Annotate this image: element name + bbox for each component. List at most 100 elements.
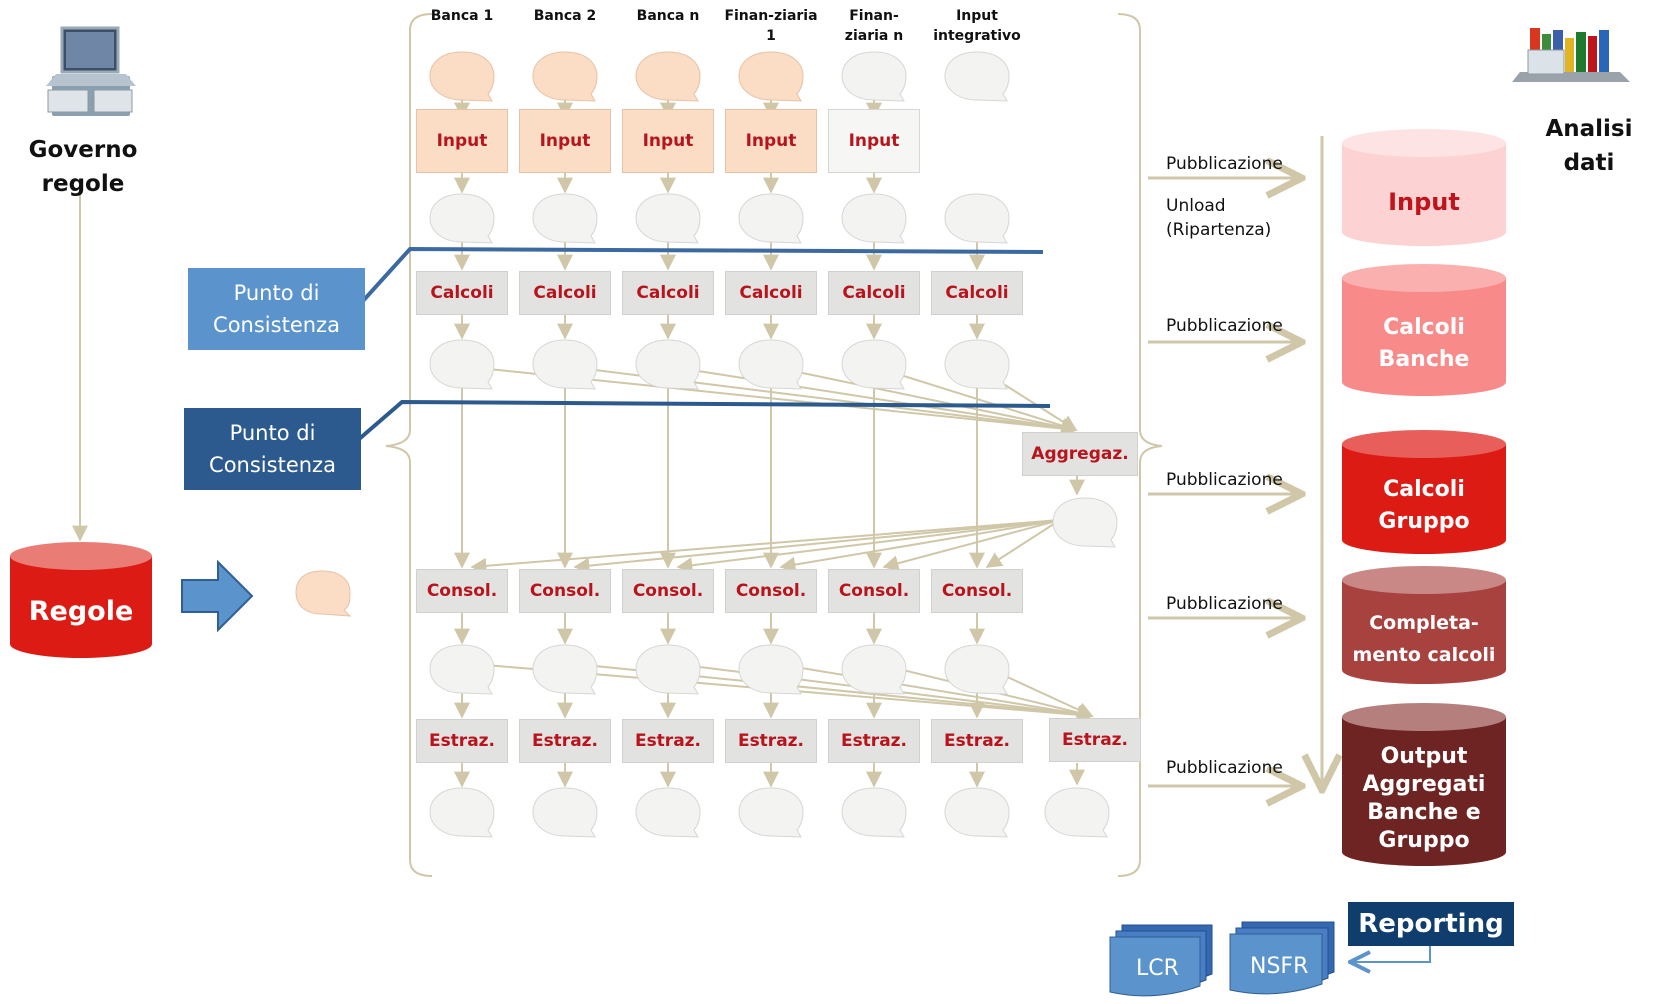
input-box-2[interactable]: Input	[519, 109, 611, 173]
estraz-box-1[interactable]: Estraz.	[416, 719, 508, 763]
estraz-box-2-label: Estraz.	[531, 731, 599, 751]
consol-box-3-label: Consol.	[632, 581, 704, 601]
arrow-aggregaz-to-consol-5	[882, 519, 1061, 572]
consol-box-1-label: Consol.	[426, 581, 498, 601]
publication-label-2: Pubblicazione	[1166, 316, 1283, 336]
consol-output-bubble-1	[429, 644, 495, 695]
calcoli-box-6[interactable]: Calcoli	[931, 271, 1023, 315]
books-laptop-icon	[1512, 28, 1630, 82]
arrow-to-aggregaz-3	[665, 365, 1078, 436]
calcoli-box-6-label: Calcoli	[945, 283, 1009, 303]
arrow-aggregaz-to-consol-3	[676, 519, 1061, 574]
database-cylinder-1	[1342, 129, 1506, 246]
input-output-bubble-4	[738, 193, 804, 244]
database-cylinders	[1342, 129, 1506, 866]
estraz-output-bubble-1	[429, 787, 495, 838]
consistency-line-1	[360, 246, 1044, 304]
input-box-3-label: Input	[642, 131, 694, 151]
document-stack-icon-2	[1229, 921, 1335, 995]
calcoli-box-2[interactable]: Calcoli	[519, 271, 611, 315]
calcoli-output-bubble-5	[841, 339, 907, 390]
database-label-2: Calcoli Banche	[1378, 315, 1470, 372]
publication-label-4: Pubblicazione	[1166, 594, 1283, 614]
consol-box-5[interactable]: Consol.	[828, 569, 920, 613]
consol-output-bubble-5	[841, 644, 907, 695]
estraz-output-bubble-3	[635, 787, 701, 838]
publication-label-5: Pubblicazione	[1166, 758, 1283, 778]
calcoli-box-1[interactable]: Calcoli	[416, 271, 508, 315]
calcoli-output-bubble-3	[635, 339, 701, 390]
consol-output-bubble-6	[944, 644, 1010, 695]
estraz-output-bubble-2	[532, 787, 598, 838]
consol-output-bubble-3	[635, 644, 701, 695]
nsfr-document-label: NSFR	[1250, 954, 1309, 979]
input-output-bubble-2	[532, 193, 598, 244]
estraz-output-bubble-4	[738, 787, 804, 838]
publication-label-1: Pubblicazione	[1166, 154, 1283, 174]
source-bubble-3	[635, 51, 701, 102]
consol-box-2[interactable]: Consol.	[519, 569, 611, 613]
calcoli-box-4-label: Calcoli	[739, 283, 803, 303]
calcoli-box-4[interactable]: Calcoli	[725, 271, 817, 315]
estraz-box-6-label: Estraz.	[943, 731, 1011, 751]
extra-estraz-box[interactable]: Estraz.	[1049, 718, 1141, 762]
source-bubble-5	[841, 51, 907, 102]
input-box-1-label: Input	[436, 131, 488, 151]
input-box-4-label: Input	[745, 131, 797, 151]
calcoli-box-3-label: Calcoli	[636, 283, 700, 303]
input-box-1[interactable]: Input	[416, 109, 508, 173]
governo-regole-label: Governo regole	[28, 137, 138, 197]
database-label-4: Completa- mento calcoli	[1352, 612, 1496, 666]
consol-box-5-label: Consol.	[838, 581, 910, 601]
consol-box-4[interactable]: Consol.	[725, 569, 817, 613]
consol-box-2-label: Consol.	[529, 581, 601, 601]
estraz-box-5-label: Estraz.	[840, 731, 908, 751]
consol-box-3[interactable]: Consol.	[622, 569, 714, 613]
input-box-5[interactable]: Input	[828, 109, 920, 173]
column-header-2: Banca 2	[533, 8, 597, 24]
arrow-aggregaz-to-consol-6	[985, 519, 1061, 568]
reporting-label: Reporting	[1358, 909, 1504, 939]
right-arrow-icon	[181, 559, 254, 633]
regole-bubble	[295, 570, 352, 617]
extra-estraz-output-bubble	[1044, 787, 1110, 838]
estraz-box-5[interactable]: Estraz.	[828, 719, 920, 763]
calcoli-box-5[interactable]: Calcoli	[828, 271, 920, 315]
extra-estraz-box-label: Estraz.	[1061, 730, 1129, 750]
arrow-aggregaz-to-consol-2	[573, 519, 1061, 574]
regole-label: Regole	[28, 595, 134, 627]
consistency-point-1: Punto di Consistenza	[188, 268, 365, 350]
input-output-bubble-5	[841, 193, 907, 244]
calcoli-output-bubble-1	[429, 339, 495, 390]
calcoli-box-3[interactable]: Calcoli	[622, 271, 714, 315]
input-box-3[interactable]: Input	[622, 109, 714, 173]
input-output-bubble-3	[635, 193, 701, 244]
estraz-box-4-label: Estraz.	[737, 731, 805, 751]
reporting-button[interactable]: Reporting	[1348, 902, 1514, 946]
input-box-2-label: Input	[539, 131, 591, 151]
database-cylinder-4	[1342, 566, 1506, 684]
estraz-box-3[interactable]: Estraz.	[622, 719, 714, 763]
consistency-line-2	[356, 399, 1051, 442]
input-box-4[interactable]: Input	[725, 109, 817, 173]
calcoli-output-bubble-6	[944, 339, 1010, 390]
column-header-5: Finan- ziaria n	[844, 8, 904, 44]
document-stack-icon	[1109, 924, 1213, 997]
aggregaz-box[interactable]: Aggregaz.	[1022, 432, 1138, 476]
estraz-box-4[interactable]: Estraz.	[725, 719, 817, 763]
column-header-1: Banca 1	[430, 8, 494, 24]
column-header-4: Finan-ziaria 1	[724, 8, 818, 44]
source-bubble-2	[532, 51, 598, 102]
input-output-bubble-1	[429, 193, 495, 244]
consol-output-bubble-2	[532, 644, 598, 695]
estraz-box-6[interactable]: Estraz.	[931, 719, 1023, 763]
consol-box-1[interactable]: Consol.	[416, 569, 508, 613]
arrow-to-aggregaz-5	[871, 365, 1078, 434]
consol-box-6[interactable]: Consol.	[931, 569, 1023, 613]
estraz-box-2[interactable]: Estraz.	[519, 719, 611, 763]
estraz-output-bubble-5	[841, 787, 907, 838]
calcoli-box-5-label: Calcoli	[842, 283, 906, 303]
consol-output-bubble-4	[738, 644, 804, 695]
